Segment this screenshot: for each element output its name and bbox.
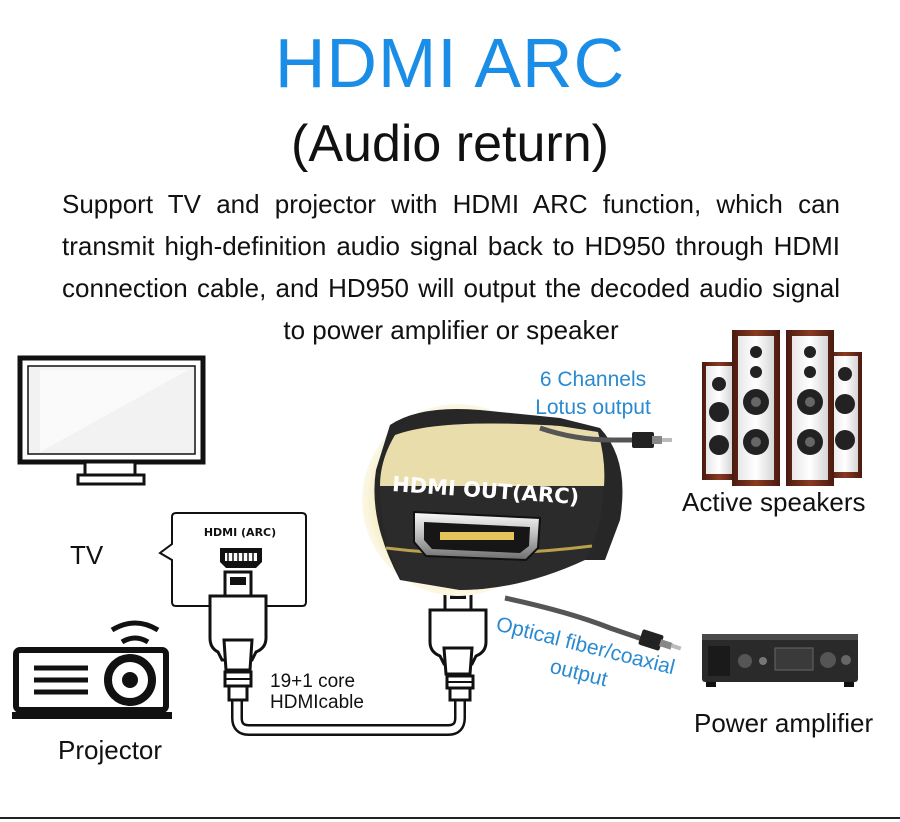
hdmi-port-icon (220, 548, 262, 568)
lotus-output-line2: Lotus output (520, 394, 666, 422)
cable-label: 19+1 core HDMIcable (270, 671, 364, 713)
lotus-output-line1: 6 Channels (520, 366, 666, 394)
hdmi-plug-right (430, 586, 486, 700)
tv-port-label: HDMI (ARC) (190, 526, 290, 539)
hdmi-out-socket-icon (414, 512, 540, 560)
tv-icon (20, 358, 203, 484)
active-speakers-label: Active speakers (682, 487, 866, 518)
projector-label: Projector (58, 735, 162, 766)
tv-label: TV (70, 540, 103, 571)
page-subtitle: (Audio return) (0, 118, 900, 170)
speakers-icon (702, 330, 862, 486)
amplifier-icon (702, 634, 858, 687)
page-title: HDMI ARC (0, 28, 900, 98)
lotus-output-label: 6 Channels Lotus output (520, 366, 666, 422)
projector-icon (12, 623, 172, 719)
power-amplifier-label: Power amplifier (694, 708, 873, 739)
description-text: Support TV and projector with HDMI ARC f… (62, 183, 840, 351)
cable-label-line1: 19+1 core (270, 671, 364, 692)
cable-label-line2: HDMIcable (270, 692, 364, 713)
